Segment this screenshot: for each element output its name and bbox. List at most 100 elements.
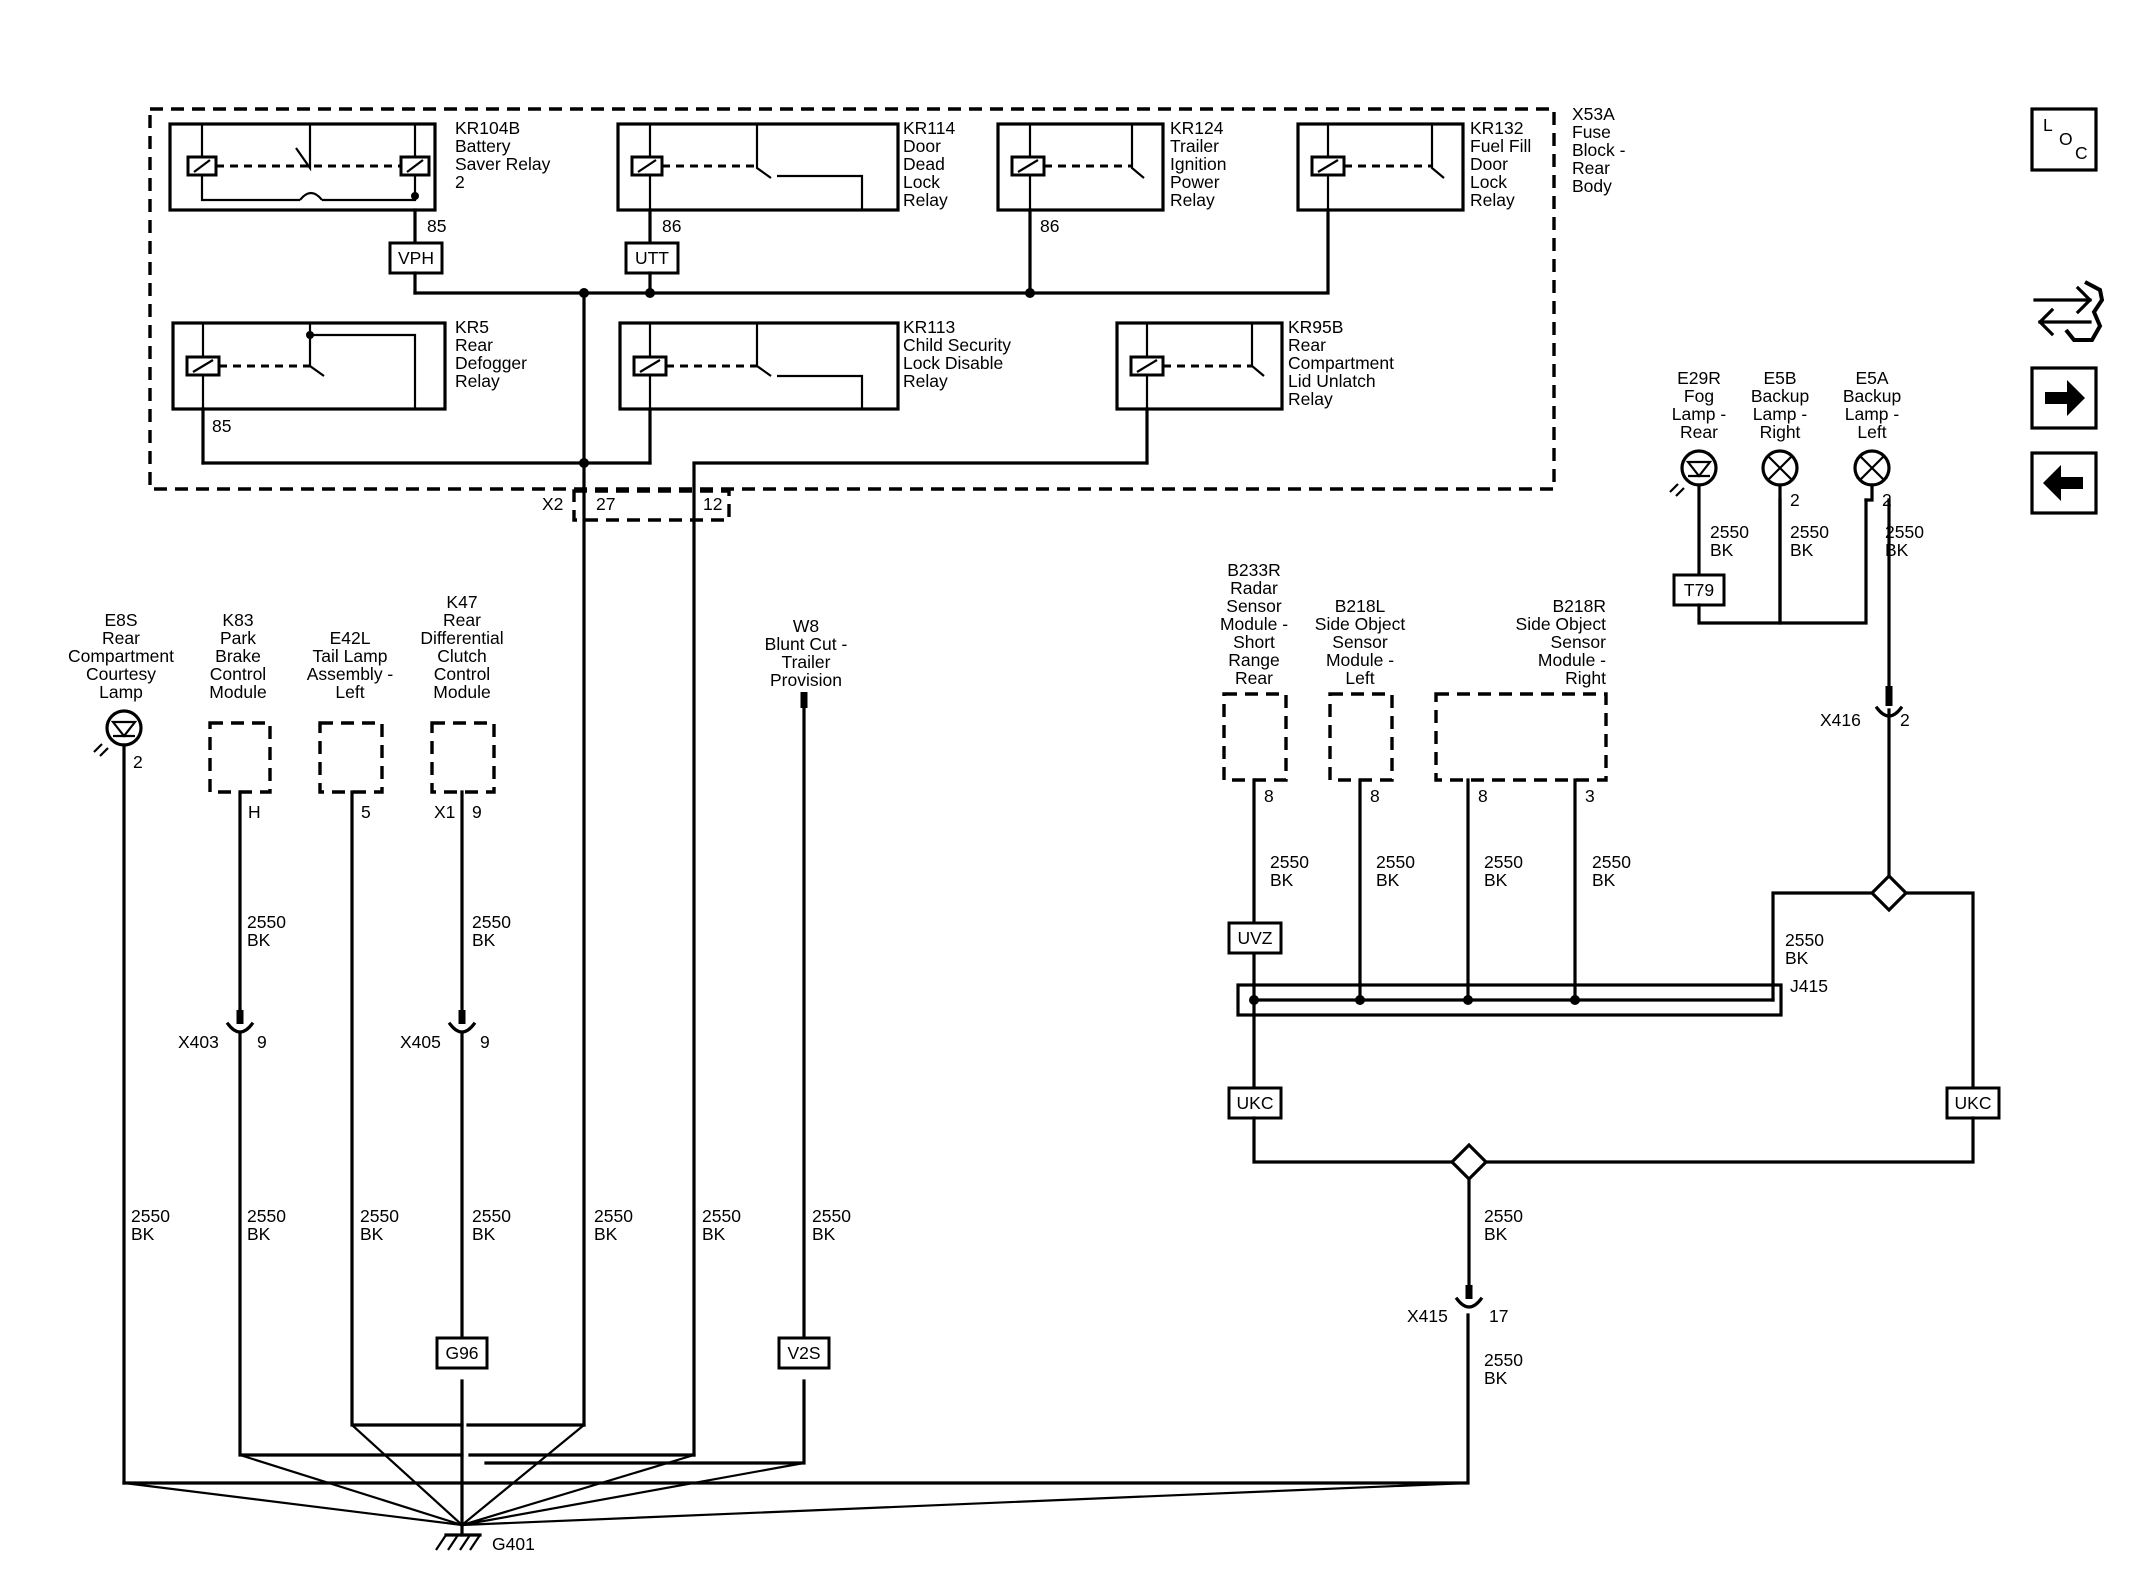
- component-pin-label: 8: [1264, 786, 1274, 806]
- component-label-line: Module: [209, 682, 266, 702]
- connector-x403: X403 9: [178, 1008, 267, 1052]
- relay-label-line: KR132: [1470, 118, 1524, 138]
- connector-x2-pin: 27: [596, 494, 615, 514]
- splice-label: UTT: [635, 248, 669, 268]
- fuse-block-outline: [148, 107, 1556, 491]
- component-label-line: Rear: [1680, 422, 1718, 442]
- component-label-line: Side Object: [1516, 614, 1607, 634]
- loc-letter: L: [2043, 115, 2053, 135]
- wire-label: 2550: [247, 912, 286, 932]
- wire-label: 2550: [1484, 1206, 1523, 1226]
- component-label-line: Left: [335, 682, 364, 702]
- fuse-block-bus: X2 27 12: [201, 208, 1330, 1457]
- wire-label: BK: [1376, 870, 1400, 890]
- relay-label-line: Door: [903, 136, 941, 156]
- splice-label: UVZ: [1238, 928, 1273, 948]
- connector-x2-label: X2: [542, 494, 563, 514]
- relay-kr114: KR114 Door Dead Lock Relay 86 UTT: [616, 118, 955, 295]
- arrow-left-icon: [2043, 465, 2083, 501]
- connector-label: X403: [178, 1032, 219, 1052]
- component-label-line: B218R: [1552, 596, 1606, 616]
- relay-label-line: Relay: [455, 371, 500, 391]
- relay-label-line: Relay: [903, 190, 948, 210]
- wire-label: BK: [1484, 870, 1508, 890]
- component-label-line: W8: [793, 616, 819, 636]
- component-label-line: E8S: [104, 610, 137, 630]
- wire-label: BK: [594, 1224, 618, 1244]
- fuse-block-x53a: X53A Fuse Block - Rear Body: [148, 104, 1626, 491]
- splice-label: VPH: [398, 248, 434, 268]
- component-label-line: Courtesy: [86, 664, 156, 684]
- relay-label-line: Lock Disable: [903, 353, 1003, 373]
- relay-label-line: Lock: [903, 172, 940, 192]
- relay-label-line: KR124: [1170, 118, 1224, 138]
- relay-kr132: KR132 Fuel Fill Door Lock Relay: [1296, 118, 1531, 212]
- relay-label-line: Child Security: [903, 335, 1011, 355]
- led-lamp-icon: [1680, 449, 1718, 487]
- wire-label: BK: [812, 1224, 836, 1244]
- relay-kr113: KR113 Child Security Lock Disable Relay: [618, 317, 1011, 465]
- splice-uvz: [1227, 921, 1283, 955]
- component-label-line: E5A: [1855, 368, 1888, 388]
- component-label-line: Rear: [1235, 668, 1273, 688]
- relay-label-line: Ignition: [1170, 154, 1226, 174]
- fuse-block-label-line: Body: [1572, 176, 1612, 196]
- relay-kr5: KR5 Rear Defogger Relay 85: [171, 317, 527, 465]
- wire-label: BK: [1885, 540, 1909, 560]
- splice-node-diamond: [1449, 1142, 1489, 1182]
- wire-label: 2550: [1592, 852, 1631, 872]
- relay-label-line: Relay: [1170, 190, 1215, 210]
- wire-label: BK: [1592, 870, 1616, 890]
- connector-x2: [572, 489, 731, 522]
- component-label-line: Module -: [1538, 650, 1606, 670]
- component-label-line: Blunt Cut -: [765, 634, 848, 654]
- arrow-right-button[interactable]: [2030, 366, 2098, 430]
- wire-label: BK: [1785, 948, 1809, 968]
- component-label-line: Module -: [1220, 614, 1288, 634]
- splice-ukc: [1945, 1086, 2001, 1120]
- connector-x405: X405 9: [400, 1010, 490, 1052]
- component-label-line: E5B: [1763, 368, 1796, 388]
- relay-label-line: KR95B: [1288, 317, 1343, 337]
- component-label-line: K47: [446, 592, 477, 612]
- splice-node-diamond: [1869, 873, 1909, 913]
- lamp-e8s: E8S Rear Compartment Courtesy Lamp 2: [68, 610, 174, 1485]
- relay-label-line: Fuel Fill: [1470, 136, 1531, 156]
- relay-label-line: Battery: [455, 136, 511, 156]
- wire-label: BK: [702, 1224, 726, 1244]
- wire-label: BK: [247, 1224, 271, 1244]
- component-pin-label: 2: [1882, 490, 1892, 510]
- splice-utt: [624, 241, 680, 275]
- component-label-line: Sensor: [1332, 632, 1388, 652]
- relay-label-line: KR114: [903, 118, 955, 138]
- component-label-line: Rear: [443, 610, 481, 630]
- wire-label: 2550: [812, 1206, 851, 1226]
- component-pin-label: 5: [361, 802, 371, 822]
- component-label-line: Trailer: [782, 652, 831, 672]
- assembly-e42l: E42L Tail Lamp Assembly - Left 5: [307, 628, 394, 822]
- relay-label-line: Lid Unlatch: [1288, 371, 1376, 391]
- connector-pin-label: 2: [1900, 710, 1910, 730]
- component-pin-label: 3: [1585, 786, 1595, 806]
- module-k83: K83 Park Brake Control Module H: [208, 610, 272, 822]
- loc-letter: C: [2075, 143, 2088, 163]
- component-label-line: Module: [433, 682, 490, 702]
- component-label-line: K83: [222, 610, 253, 630]
- arrow-left-button[interactable]: [2030, 451, 2098, 515]
- splice-label: T79: [1684, 580, 1714, 600]
- splice-label: UKC: [1955, 1093, 1992, 1113]
- connector-x2-pin: 12: [703, 494, 722, 514]
- loc-button[interactable]: L O C: [2030, 107, 2098, 172]
- connector-swap-icon[interactable]: [2033, 280, 2105, 342]
- wire-label: 2550: [131, 1206, 170, 1226]
- relay-label-line: Rear: [1288, 335, 1326, 355]
- connector-pin-label: 17: [1489, 1306, 1508, 1326]
- component-pin-label: 9: [472, 802, 482, 822]
- component-label-line: Right: [1565, 668, 1606, 688]
- relay-label-line: Relay: [1470, 190, 1515, 210]
- relay-label-line: KR113: [903, 317, 955, 337]
- relay-pin-label: 85: [212, 416, 231, 436]
- wire-label: 2550: [1790, 522, 1829, 542]
